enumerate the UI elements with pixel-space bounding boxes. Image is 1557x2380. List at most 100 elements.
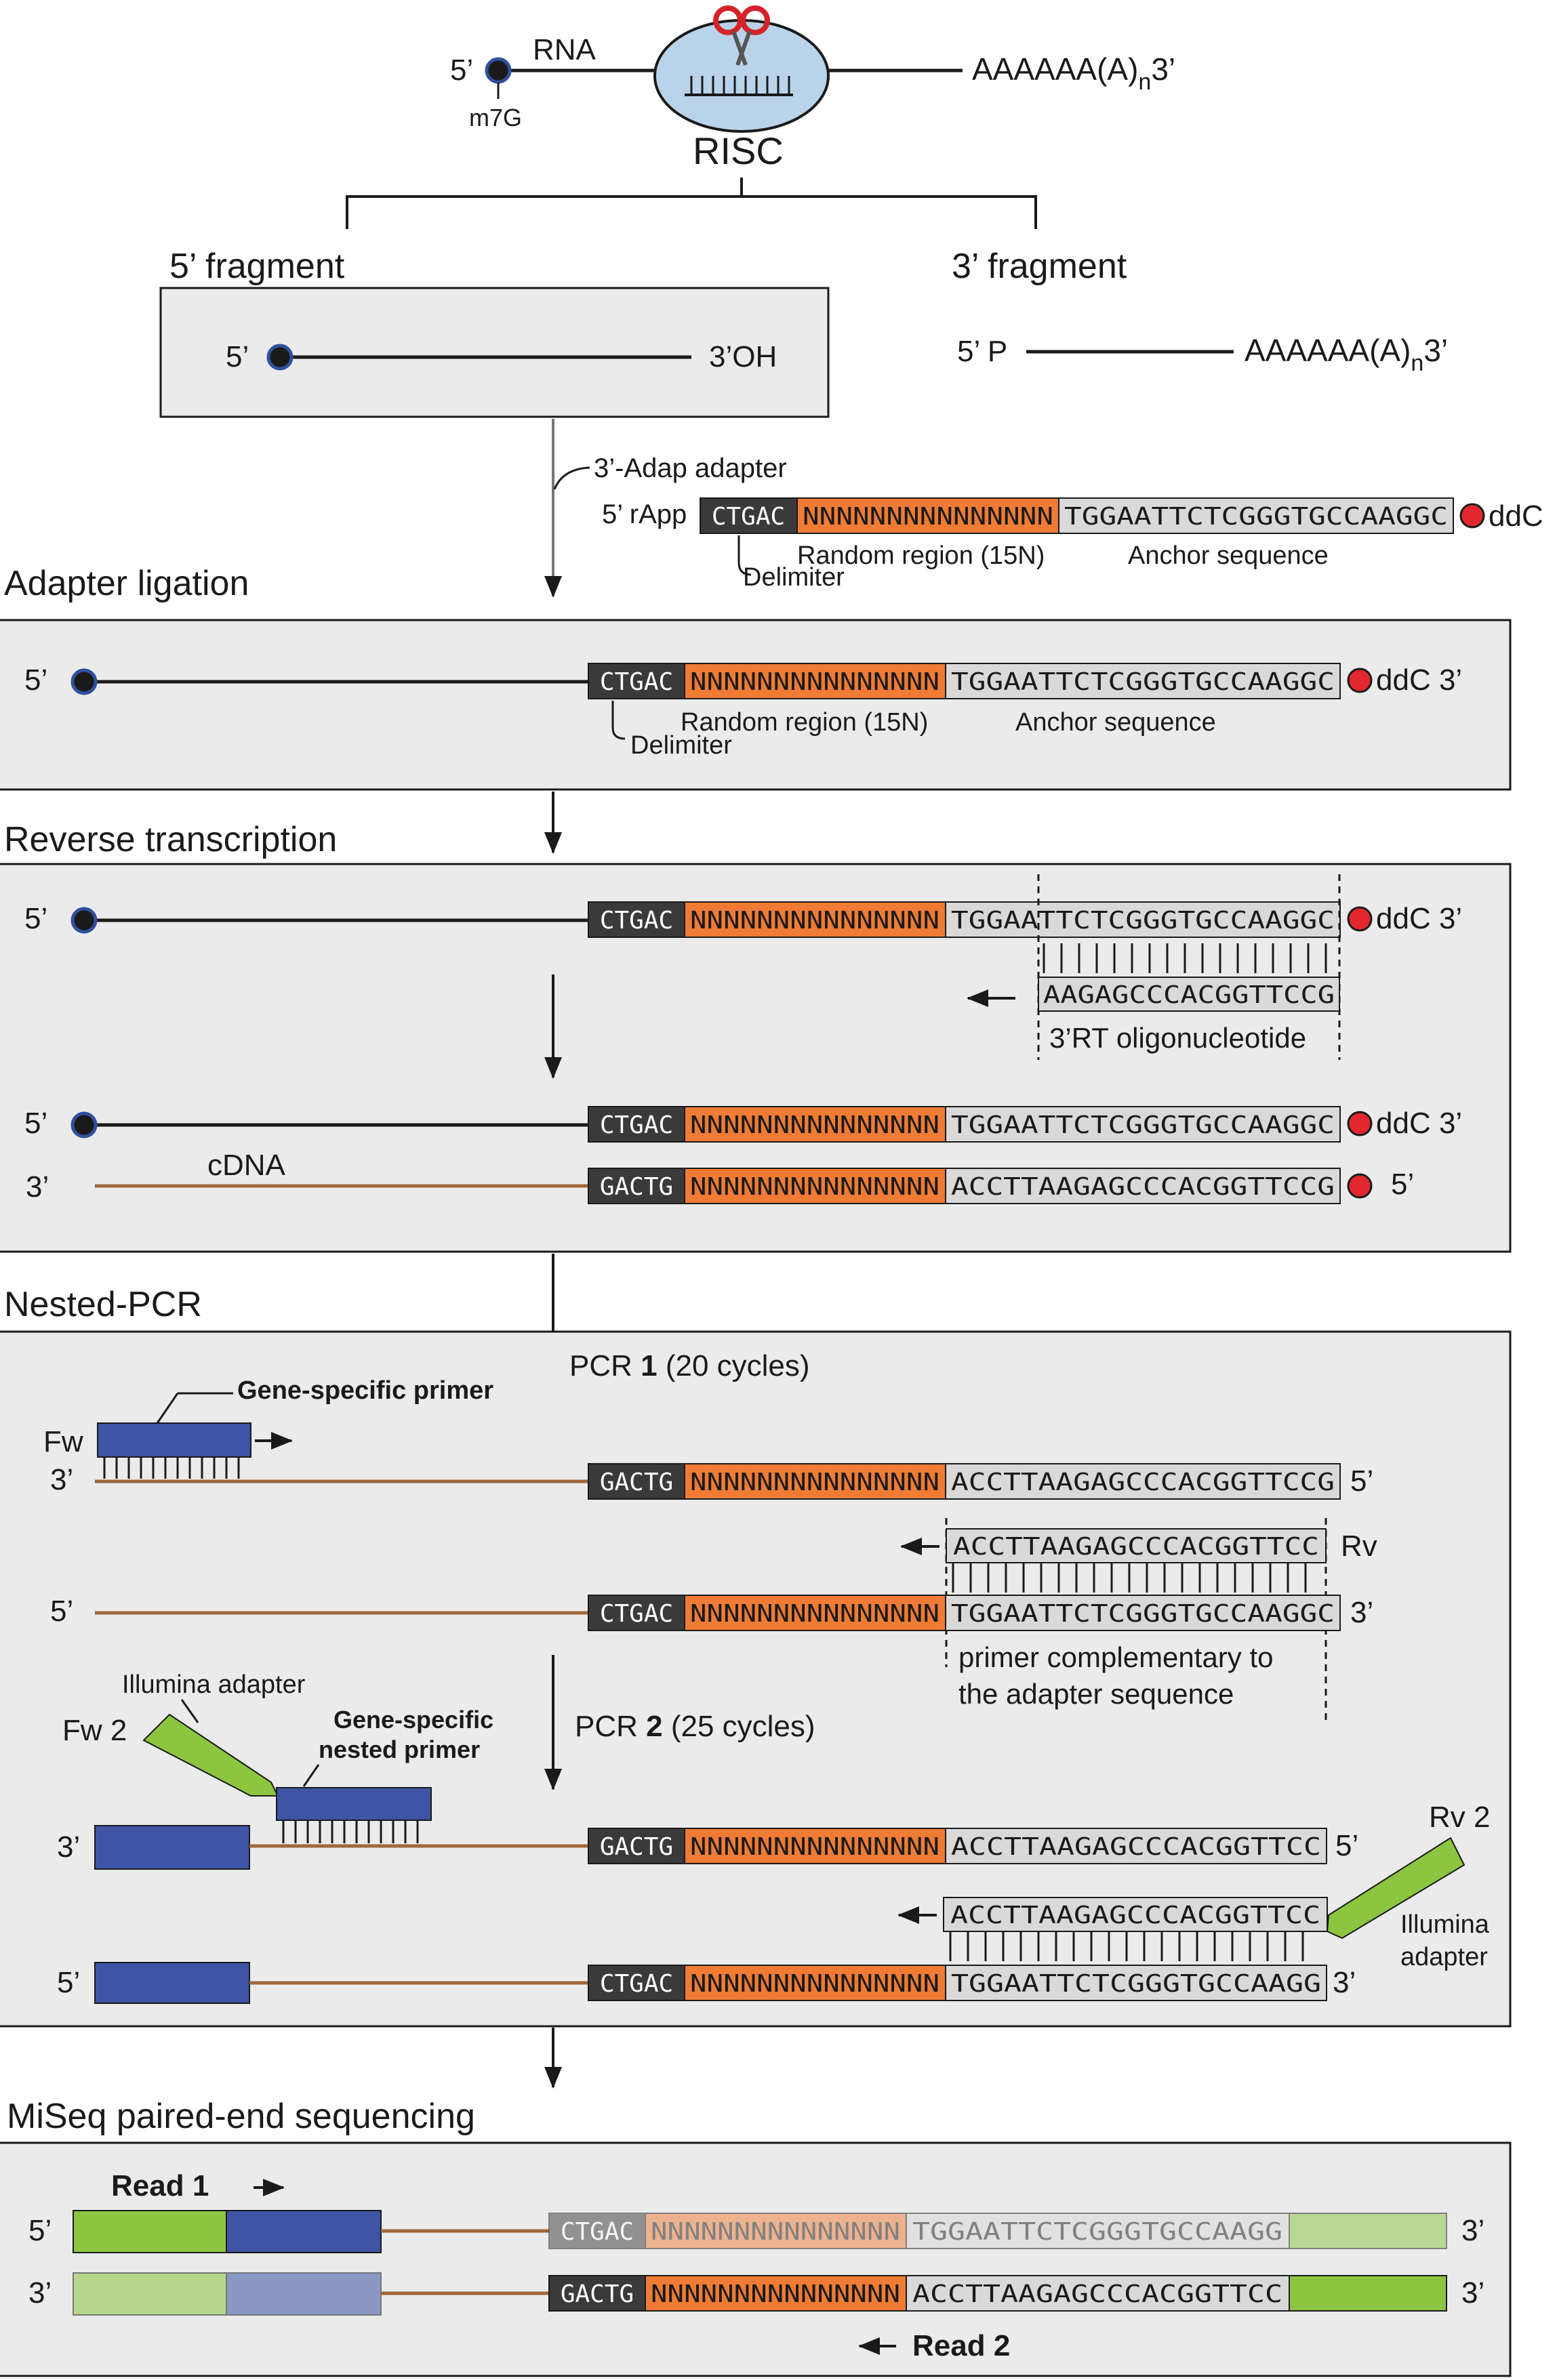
pcr2-label: PCR 2 (25 cycles) [575, 1710, 815, 1743]
svg-text:ACCTTAAGAGCCCACGGTTCC: ACCTTAAGAGCCCACGGTTCC [950, 1902, 1320, 1929]
svg-text:Illumina: Illumina [1400, 1910, 1490, 1939]
svg-text:CTGAC: CTGAC [561, 2218, 634, 2246]
section-title-ligation: Adapter ligation [4, 564, 249, 603]
three-fragment-title: 3’ fragment [952, 247, 1127, 286]
svg-text:Delimiter: Delimiter [630, 731, 732, 760]
svg-text:TGGAATTCTCGGGTGCCAAGGC: TGGAATTCTCGGGTGCCAAGGC [951, 907, 1335, 935]
svg-text:CTGAC: CTGAC [712, 503, 785, 531]
svg-text:3’: 3’ [1333, 1966, 1356, 1999]
m7g-cap-icon [485, 57, 512, 84]
svg-text:nested primer: nested primer [319, 1736, 480, 1763]
rt-oligo [1038, 977, 1340, 1012]
five-fragment-title: 5’ fragment [169, 247, 345, 286]
svg-text:TGGAATTCTCGGGTGCCAAGGC: TGGAATTCTCGGGTGCCAAGGC [951, 1600, 1335, 1628]
svg-text:primer complementary to: primer complementary to [958, 1641, 1273, 1673]
svg-text:3’: 3’ [57, 1830, 80, 1864]
svg-text:GACTG: GACTG [600, 1173, 673, 1201]
svg-text:ACCTTAAGAGCCCACGGTTCCG: ACCTTAAGAGCCCACGGTTCCG [951, 1173, 1335, 1201]
svg-text:ddC 3’: ddC 3’ [1376, 1107, 1462, 1140]
svg-text:CTGAC: CTGAC [600, 1970, 673, 1998]
svg-text:Random region (15N): Random region (15N) [681, 708, 928, 737]
fragments-section: 5’ fragment 3’ fragment 5’ 3’OH 5’ P AAA… [159, 247, 1448, 418]
svg-text:TGGAATTCTCGGGTGCCAAGG: TGGAATTCTCGGGTGCCAAGG [951, 1970, 1321, 1998]
svg-text:Fw 2: Fw 2 [62, 1714, 127, 1747]
risc-complex [653, 19, 830, 133]
section-title-miseq: MiSeq paired-end sequencing [7, 2097, 475, 2136]
svg-text:TGGAATTCTCGGGTGCCAAGG: TGGAATTCTCGGGTGCCAAGG [912, 2218, 1282, 2246]
svg-text:5’: 5’ [24, 663, 47, 697]
svg-text:ACCTTAAGAGCCCACGGTTCC: ACCTTAAGAGCCCACGGTTCC [912, 2280, 1282, 2308]
svg-text:NNNNNNNNNNNNNNN: NNNNNNNNNNNNNNN [690, 1600, 939, 1628]
svg-text:GACTG: GACTG [600, 1469, 673, 1496]
fw2-illumina-adapter [142, 1713, 279, 1797]
pcr1-label: PCR 1 (20 cycles) [569, 1349, 810, 1382]
svg-text:5’: 5’ [1350, 1464, 1373, 1498]
random-region-label: Random region (15N) [797, 541, 1045, 570]
svg-text:GACTG: GACTG [600, 1833, 673, 1861]
miseq-section: MiSeq paired-end sequencing Read 1 5’ CT… [0, 2028, 1512, 2377]
svg-text:3’: 3’ [28, 2276, 52, 2310]
svg-text:TGGAATTCTCGGGTGCCAAGGC: TGGAATTCTCGGGTGCCAAGGC [951, 1111, 1335, 1139]
cdna-label: cDNA [207, 1149, 286, 1182]
adapter-section: 3’-Adap adapter 5’ rApp CTGAC NNNNNNNNNN… [544, 419, 1543, 598]
svg-text:ACCTTAAGAGCCCACGGTTCC: ACCTTAAGAGCCCACGGTTCC [953, 1533, 1319, 1561]
delimiter-label: Delimiter [743, 563, 845, 592]
svg-text:NNNNNNNNNNNNNNN: NNNNNNNNNNNNNNN [690, 1833, 939, 1861]
rt-section: Reverse transcription 5’ CTGAC NNNNNNNNN… [0, 792, 1512, 1253]
risc-label: RISC [693, 129, 784, 172]
svg-text:TGGAATTCTCGGGTGCCAAGGC: TGGAATTCTCGGGTGCCAAGGC [951, 668, 1335, 696]
nested-primer [276, 1787, 432, 1821]
svg-text:AAGAGCCCACGGTTCCG: AAGAGCCCACGGTTCCG [1043, 981, 1335, 1009]
svg-text:NNNNNNNNNNNNNNN: NNNNNNNNNNNNNNN [690, 668, 939, 696]
svg-text:NNNNNNNNNNNNNNN: NNNNNNNNNNNNNNN [690, 1970, 939, 1998]
svg-text:NNNNNNNNNNNNNNN: NNNNNNNNNNNNNNN [690, 907, 939, 935]
svg-text:5’: 5’ [1391, 1168, 1414, 1201]
svg-text:3’: 3’ [1461, 2276, 1484, 2310]
scissors-icon [713, 5, 770, 66]
svg-text:NNNNNNNNNNNNNNN: NNNNNNNNNNNNNNN [690, 1111, 939, 1139]
rna-label: RNA [533, 33, 596, 66]
svg-text:5’: 5’ [50, 1595, 73, 1628]
svg-text:Anchor sequence: Anchor sequence [1015, 708, 1216, 737]
svg-text:GACTG: GACTG [561, 2280, 634, 2308]
ligation-section: Adapter ligation 5’ CTGAC NNNNNNNNNNNNNN… [0, 564, 1512, 791]
illumina-adapter-label: Illumina adapter [122, 1670, 306, 1699]
cap-icon [266, 344, 294, 371]
svg-text:5’: 5’ [1335, 1829, 1358, 1862]
svg-text:TGGAATTCTCGGGTGCCAAGGC: TGGAATTCTCGGGTGCCAAGGC [1064, 503, 1448, 531]
svg-text:Gene-specific: Gene-specific [333, 1706, 493, 1733]
oh-end-label: 3’OH [709, 340, 777, 373]
svg-text:5’: 5’ [24, 1107, 47, 1140]
svg-text:3’: 3’ [26, 1170, 49, 1204]
rv-primer [946, 1528, 1327, 1563]
svg-text:adapter: adapter [1400, 1943, 1488, 1971]
top-rna-section: 5’ m7G RNA RISC AAAAAA(A)n3’ [346, 5, 1175, 229]
svg-text:CTGAC: CTGAC [600, 668, 673, 696]
svg-text:NNNNNNNNNNNNNNN: NNNNNNNNNNNNNNN [690, 1173, 939, 1201]
pcr-section: Nested-PCR PCR 1 (20 cycles) Gene-specif… [0, 1254, 1512, 2028]
svg-text:Rv: Rv [1341, 1530, 1377, 1563]
p-end-label: 5’ P [957, 335, 1007, 368]
m7g-label: m7G [469, 104, 522, 131]
ddc-cap-icon [1459, 503, 1485, 529]
svg-text:3’: 3’ [1350, 1596, 1373, 1629]
svg-text:CTGAC: CTGAC [600, 1600, 673, 1628]
rna-polya-label: AAAAAA(A)n3’ [972, 52, 1175, 95]
rv2-primer [943, 1897, 1328, 1932]
svg-text:Fw: Fw [43, 1425, 83, 1458]
read1-label: Read 1 [111, 2169, 209, 2202]
svg-text:NNNNNNNNNNNNNNN: NNNNNNNNNNNNNNN [690, 1469, 939, 1496]
gene-primer-label: Gene-specific primer [237, 1376, 493, 1405]
svg-text:CTGAC: CTGAC [600, 1111, 673, 1139]
svg-text:ddC 3’: ddC 3’ [1376, 902, 1462, 935]
rt-oligo-label: 3’RT oligonucleotide [1049, 1022, 1306, 1054]
svg-text:3’: 3’ [1461, 2214, 1484, 2247]
fw-primer [97, 1422, 251, 1458]
section-title-pcr: Nested-PCR [4, 1285, 202, 1324]
read2-label: Read 2 [912, 2329, 1010, 2362]
svg-text:the adapter sequence: the adapter sequence [958, 1678, 1234, 1710]
svg-text:CTGAC: CTGAC [600, 907, 673, 935]
svg-text:ddC 3’: ddC 3’ [1376, 663, 1462, 697]
svg-text:NNNNNNNNNNNNNNN: NNNNNNNNNNNNNNN [651, 2218, 900, 2246]
